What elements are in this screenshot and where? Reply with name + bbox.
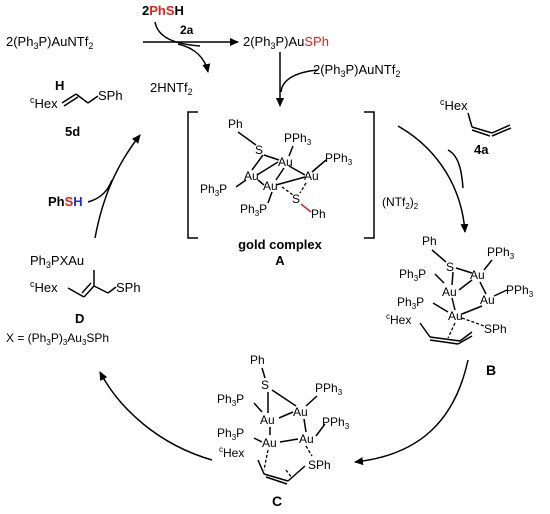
intermediate-D: Ph3PXAu cHex SPh D X = (Ph3P)3Au3SPh (6, 253, 141, 347)
A-title: gold complex (238, 237, 323, 252)
C-sph: SPh (308, 458, 331, 472)
C-au2: Au (293, 405, 308, 419)
intermediate-B: Ph S PPh3 Au Ph3P Au PPh3 Au Ph3P Au SPh… (386, 234, 534, 378)
arrow-4a-in (447, 149, 464, 189)
C-au4: Au (262, 436, 277, 450)
intermediate-C: Ph S PPh3 Ph3P Au Au PPh3 Au Ph3P Au SPh… (217, 353, 350, 509)
left-bracket (187, 111, 198, 239)
C-label: C (272, 493, 282, 509)
phsh-in-arrow (154, 21, 201, 47)
A-au2: Au (244, 169, 259, 183)
A-pph3-top: PPh3 (284, 131, 312, 147)
A-label: A (275, 253, 285, 268)
A-au4: Au (263, 179, 278, 193)
hntf2-out-arrow (177, 43, 211, 73)
product-au-sph: 2(Ph3P)AuSPh (243, 34, 329, 51)
C-ph3p-2: Ph3P (217, 426, 244, 442)
B-hex: cHex (386, 312, 411, 327)
A-ph3p-bottom: Ph3P (240, 202, 267, 218)
reagent-2a: 2a (180, 23, 194, 37)
B-pph3-right: PPh3 (506, 283, 534, 299)
label-4a: 4a (474, 142, 489, 157)
sph-5d: SPh (98, 88, 123, 103)
A-au3: Au (304, 169, 319, 183)
B-pph3-top: PPh3 (487, 245, 515, 261)
A-ph: Ph (228, 117, 243, 131)
D-line1: Ph3PXAu (30, 253, 84, 270)
counterion-ntf2: (NTf2)2 (382, 195, 419, 211)
A-au1: Au (278, 155, 293, 169)
C-hex: cHex (219, 445, 244, 460)
x-definition: X = (Ph3P)3Au3SPh (6, 331, 109, 347)
hex-label-4a: cHex (440, 97, 468, 113)
byproduct-hntf2: 2HNTf2 (150, 80, 193, 97)
A-ph3p-left: Ph3P (200, 182, 227, 198)
C-au1: Au (260, 413, 275, 427)
D-hex: cHex (30, 279, 58, 295)
B-au2: Au (442, 285, 457, 299)
B-sph: SPh (484, 322, 507, 336)
C-s: S (261, 378, 269, 392)
phsh-left: PhSH (48, 194, 83, 209)
product-5d: H cHex SPh 5d (30, 78, 123, 139)
C-ph: Ph (250, 353, 265, 367)
substrate-4a: cHex 4a (440, 97, 512, 157)
A-pph3-right: PPh3 (325, 151, 353, 167)
B-au4: Au (448, 309, 463, 323)
top-reaction: 2(Ph3P)AuNTf2 2PhSH 2a 2HNTf2 2(Ph3P)AuS… (6, 3, 400, 107)
A-s1: S (255, 143, 263, 157)
reactant-au-ntf2: 2(Ph3P)AuNTf2 (6, 34, 93, 51)
cycle-arrows (87, 125, 469, 466)
A-ph2: Ph (311, 207, 326, 221)
B-label: B (486, 362, 496, 378)
B-s: S (446, 260, 454, 274)
second-au-ntf2: 2(Ph3P)AuNTf2 (313, 62, 400, 79)
label-5d: 5d (65, 124, 80, 139)
C-pph3-top: PPh3 (315, 381, 343, 397)
B-ph3p-2: Ph3P (397, 295, 424, 311)
hex-label-5d: cHex (30, 95, 58, 111)
B-ph3p-1: Ph3P (399, 267, 426, 283)
C-ph3p-1: Ph3P (217, 392, 244, 408)
C-pph3-right: PPh3 (322, 415, 350, 431)
phsh-reagent: 2PhSH (142, 3, 184, 18)
arrow-phsh-in (87, 179, 113, 203)
D-label: D (75, 311, 84, 326)
second-au-in-arrow (280, 69, 319, 93)
vinyl-h: H (55, 78, 64, 93)
right-bracket (364, 111, 375, 239)
D-sph: SPh (116, 280, 141, 295)
arrow-C-to-D (99, 371, 213, 461)
B-ph: Ph (422, 234, 437, 248)
A-s2: S (292, 192, 300, 206)
arrow-B-to-C (354, 359, 469, 466)
arrow-A-to-B (397, 125, 469, 233)
gold-complex-A: Ph S PPh3 Au Au Au Au PPh3 Ph3P Ph3P S P… (187, 111, 419, 268)
B-au1: Au (470, 268, 485, 282)
B-au3: Au (480, 293, 495, 307)
C-au3: Au (299, 432, 314, 446)
arrow-D-to-5d (94, 134, 141, 239)
